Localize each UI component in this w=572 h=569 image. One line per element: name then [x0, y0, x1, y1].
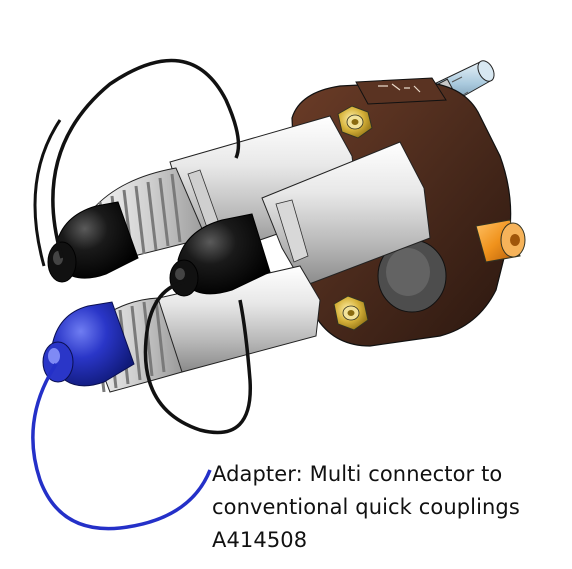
coupling-upper-right	[261, 141, 431, 287]
product-caption: Adapter: Multi connector to conventional…	[212, 458, 568, 557]
black-dust-cap-right	[169, 213, 271, 297]
caption-line-1: Adapter: Multi connector to	[212, 462, 503, 486]
black-retaining-cord-upper	[33, 58, 241, 267]
caption-part-number: A414508	[212, 528, 308, 552]
brass-nut-top	[337, 105, 373, 139]
brass-nut-bottom	[333, 295, 369, 331]
orange-plug	[475, 219, 526, 263]
blue-retaining-cord	[31, 363, 212, 531]
caption-line-2: conventional quick couplings	[212, 495, 520, 519]
black-dust-cap-left	[47, 201, 139, 283]
black-retaining-cord-lower	[143, 280, 252, 435]
